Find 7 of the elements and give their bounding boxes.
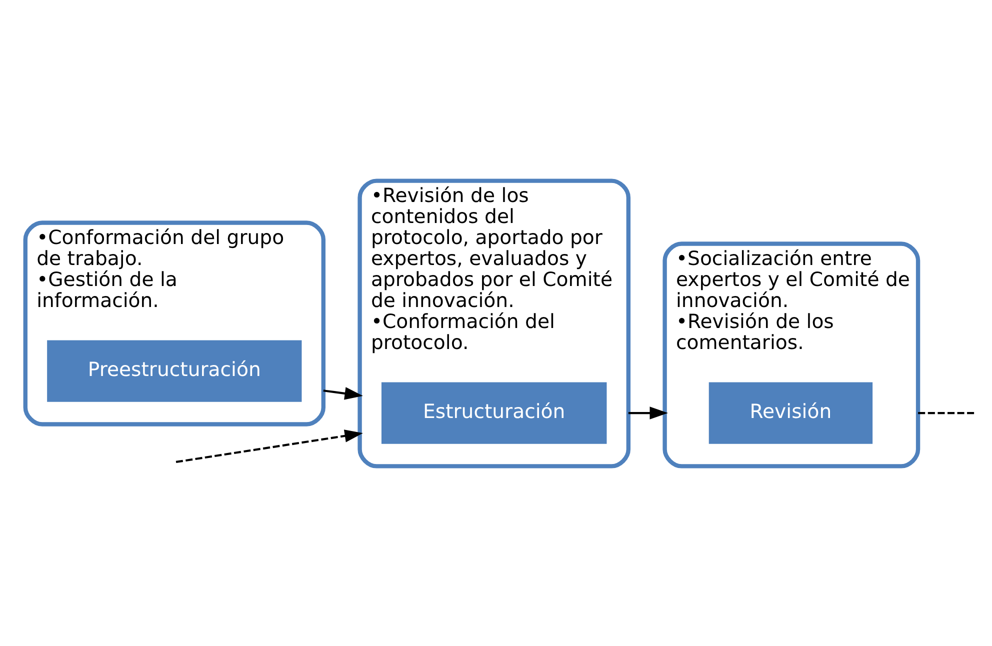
node-box: Estructuración	[381, 382, 607, 444]
arrow	[176, 429, 363, 462]
node-box: Revisión	[708, 382, 873, 444]
connector	[918, 412, 977, 414]
arrow	[323, 386, 363, 400]
arrow	[628, 406, 668, 419]
node-box: Preestructuración	[47, 340, 302, 402]
